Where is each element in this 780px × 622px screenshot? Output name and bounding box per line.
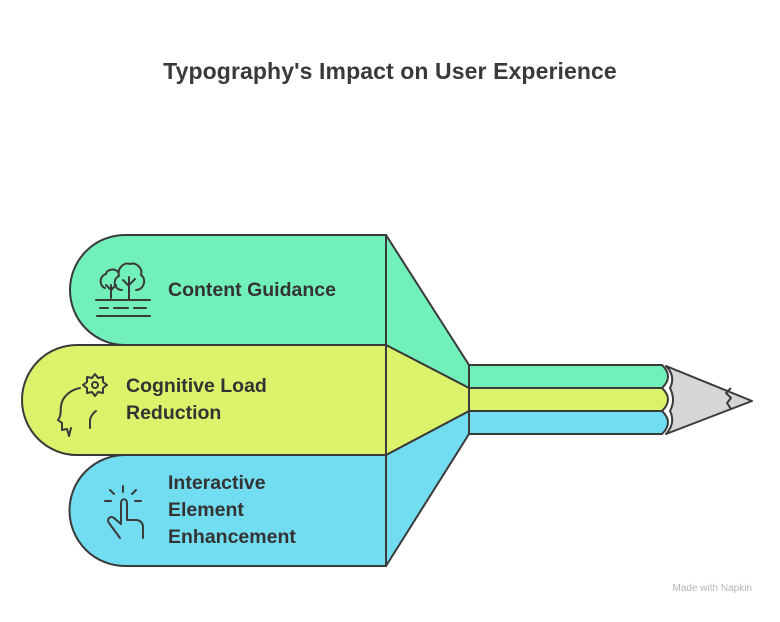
- label-interactive-element-enhancement: Interactive Element Enhancement: [168, 470, 296, 551]
- pencil-stripe-bottom: [468, 410, 669, 435]
- pencil-stripe-middle: [468, 387, 669, 412]
- band-middle: [21, 344, 387, 456]
- label-line: Reduction: [126, 402, 222, 424]
- pencil-tip: [665, 365, 753, 435]
- label-content-guidance: Content Guidance: [168, 277, 336, 304]
- diagram-title: Typography's Impact on User Experience: [163, 58, 617, 84]
- pencil-lead-edge: [725, 387, 732, 410]
- label-line: Interactive: [168, 472, 266, 494]
- pencil-stripe-top: [468, 364, 669, 389]
- head-gear-icon: [57, 373, 108, 437]
- label-cognitive-load-reduction: Cognitive Load Reduction: [126, 373, 267, 427]
- label-line: Enhancement: [168, 526, 296, 548]
- tap-hand-icon: [104, 485, 144, 539]
- label-line: Content Guidance: [168, 279, 336, 301]
- trees-icon: [95, 262, 151, 317]
- label-line: Element: [168, 499, 244, 521]
- watermark: Made with Napkin: [672, 583, 752, 594]
- label-line: Cognitive Load: [126, 375, 267, 397]
- band-bottom: [68, 454, 387, 567]
